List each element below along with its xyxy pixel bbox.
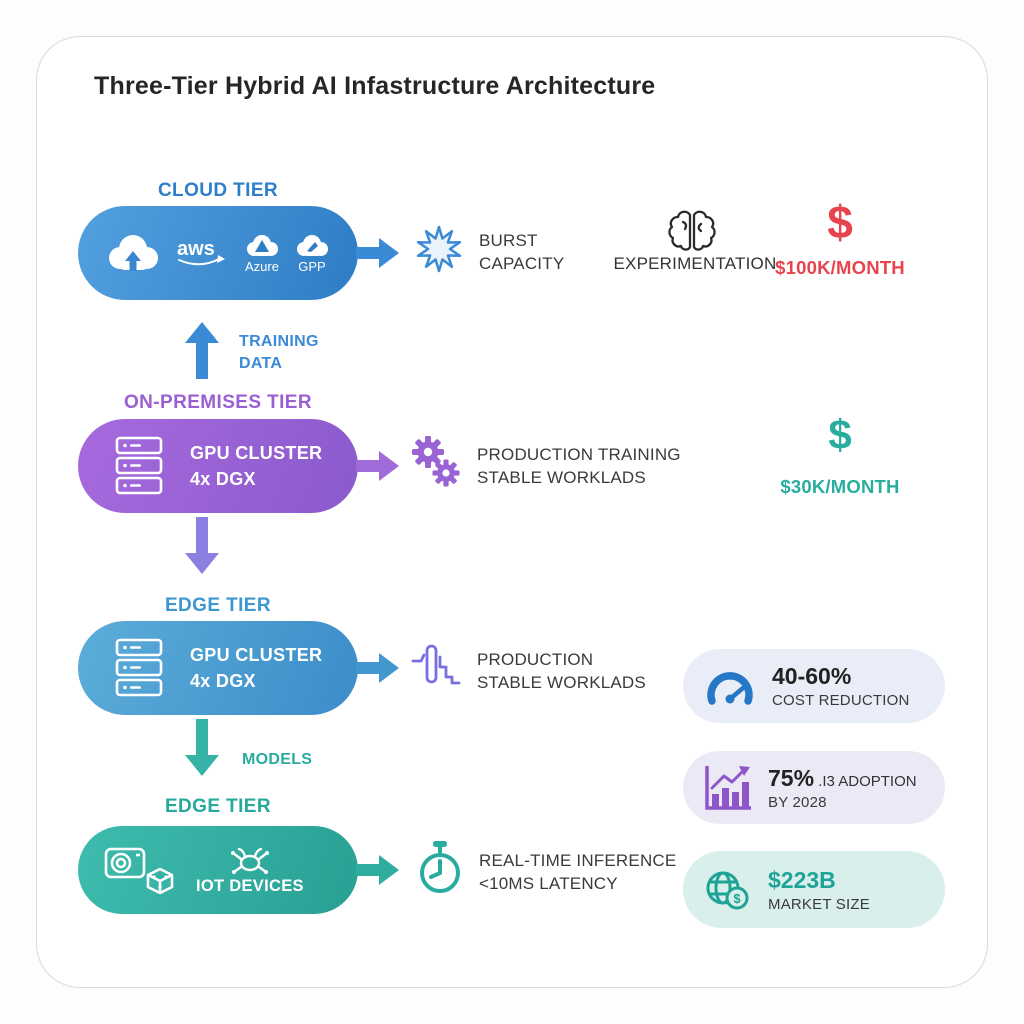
onprem-pill-line1: GPU CLUSTER [190,443,323,463]
cost-reduction-badge: 40-60% COST REDUCTION [683,649,945,723]
server-rack-icon [115,436,163,495]
aws-logo: aws [177,238,225,266]
globe-dollar-icon: $ [706,871,749,909]
gears-icon [412,436,460,487]
training-data-label-line2: DATA [239,355,283,372]
stopwatch-icon [420,841,460,893]
onprem-pill-text: GPU CLUSTER 4x DGX [190,440,322,492]
edge-pill-line2: 4x DGX [190,671,256,691]
cloud-output-arrow-icon [356,238,399,268]
edge-pill-line1: GPU CLUSTER [190,645,323,665]
cloud-benefit-text: BURST CAPACITY [479,229,564,275]
onprem-tier-pill: GPU CLUSTER 4x DGX [78,419,358,513]
gpp-provider: GPP [292,233,332,274]
cloud-tier-heading: CLOUD TIER [157,180,279,201]
iot-pill-content: IOT DEVICES [196,845,304,896]
stat-label: COST REDUCTION [772,692,910,709]
camera-and-cube-icon [104,847,174,895]
iot-network-icon [230,847,269,874]
training-data-up-arrow-icon [185,322,219,379]
edge-tier-heading: EDGE TIER [164,595,271,616]
onprem-pill-line2: 4x DGX [190,469,256,489]
market-size-badge: $ $223B MARKET SIZE [683,851,945,928]
training-data-label-line1: TRAINING [239,333,319,350]
stat-label: BY 2028 [768,793,827,811]
ai-adoption-badge: 75% .I3 ADOPTION BY 2028 [683,751,945,824]
server-rack-icon [115,638,163,697]
stat-value: 75% [768,764,815,791]
cloud-benefit-line1: BURST [479,231,538,250]
stat-label: MARKET SIZE [768,895,870,913]
iot-edge-tier-heading: EDGE TIER [164,796,271,817]
gpp-label: GPP [298,258,326,274]
cloud-tier-pill: aws Azure GPP [78,206,358,300]
stat-text: 75% .I3 ADOPTION BY 2028 [768,765,917,811]
burst-capacity-icon [416,225,462,273]
edge-tier-pill: GPU CLUSTER 4x DGX [78,621,358,715]
onprem-tier-heading: ON-PREMISES TIER [124,392,312,413]
stat-value: $223B [768,866,836,893]
onprem-output-arrow-icon [356,451,399,481]
aws-wordmark: aws [177,238,215,260]
stat-value: 40-60% [772,663,852,689]
cloud-cost-label: $100K/MONTH [775,257,905,278]
gpp-cloud-icon [297,234,328,256]
azure-cloud-icon [247,234,278,256]
onprem-to-edge-down-arrow-icon [185,517,219,574]
edge-benefit-line1: PRODUCTION [477,650,594,669]
models-label: MODELS [242,751,313,768]
experimentation-label: EXPERIMENTATION [613,254,777,273]
edge-pill-text: GPU CLUSTER 4x DGX [190,642,322,694]
waveform-icon [411,644,461,685]
models-down-arrow-icon [185,719,219,776]
coin-dollar-glyph: $ [733,891,741,906]
cloud-benefit-line2: CAPACITY [479,254,565,273]
iot-benefit-line2: <10MS LATENCY [479,874,618,893]
gauge-icon [707,672,753,705]
cloud-upload-icon [109,235,158,271]
stat-text: $223B MARKET SIZE [768,867,870,913]
onprem-benefit-line2: STABLE WORKLADS [477,468,646,487]
azure-label: Azure [245,258,279,274]
onprem-benefit-text: PRODUCTION TRAINING STABLE WORKLADS [477,443,681,489]
brain-icon [668,210,716,251]
iot-output-arrow-icon [356,855,399,885]
onprem-cost-label: $30K/MONTH [780,476,900,497]
training-data-label: TRAINING DATA [239,331,319,375]
cloud-cost-dollar-icon: $ [827,196,853,248]
iot-devices-pill: IOT DEVICES [78,826,358,914]
bar-chart-icon [705,765,751,810]
iot-benefit-text: REAL-TIME INFERENCE <10MS LATENCY [479,849,676,895]
stat-text: 40-60% COST REDUCTION [772,663,910,709]
onprem-benefit-line1: PRODUCTION TRAINING [477,445,681,464]
page-title: Three-Tier Hybrid AI Infastructure Archi… [94,72,656,100]
iot-benefit-line1: REAL-TIME INFERENCE [479,851,677,870]
onprem-cost-dollar-icon: $ [828,411,852,458]
edge-benefit-text: PRODUCTION STABLE WORKLADS [477,648,646,694]
iot-devices-label: IOT DEVICES [196,876,304,895]
stat-suffix: .I3 ADOPTION [814,772,917,790]
edge-output-arrow-icon [356,653,399,683]
edge-benefit-line2: STABLE WORKLADS [477,673,646,692]
azure-provider: Azure [242,233,282,274]
